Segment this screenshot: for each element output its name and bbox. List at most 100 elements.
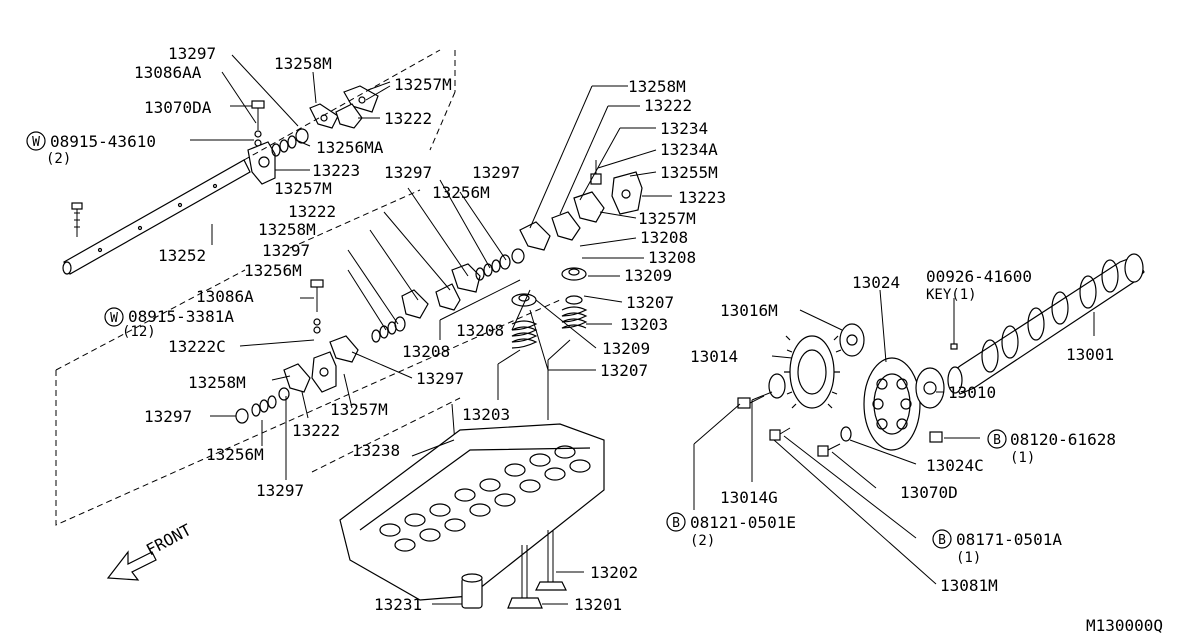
label-13208-d: 13208 (456, 321, 504, 340)
svg-text:W: W (32, 135, 40, 150)
label-13081M: 13081M (940, 576, 998, 595)
idler-gear-13014 (784, 335, 842, 409)
label-13256MA: 13256MA (316, 138, 384, 157)
bolt-shaft (71, 202, 83, 237)
rocker-bracket-13222C (311, 351, 337, 393)
rocker-arm-13258M-c (283, 363, 311, 393)
valve-13202 (535, 530, 567, 591)
cam-sprocket-13024 (863, 357, 921, 451)
label-13222-b: 13222 (288, 202, 336, 221)
bolt-08121-0501E (737, 395, 765, 409)
label-13024: 13024 (852, 273, 900, 292)
rocker-arm-13258M-b (401, 289, 429, 319)
label-13086A: 13086A (196, 287, 254, 306)
front-arrow (106, 550, 157, 581)
circled-w-2: W (104, 307, 124, 327)
label-08120-61628-qty: (1) (1010, 450, 1035, 466)
label-13070D: 13070D (900, 483, 958, 502)
rocker-shaft-13252 (62, 159, 251, 275)
key-00926-41600 (950, 343, 958, 350)
rocker-arm-13257M-d (573, 191, 605, 223)
valve-spring-13203-b (511, 320, 538, 349)
rocker-bracket-13223-b (611, 171, 643, 215)
label-13014G: 13014G (720, 488, 778, 507)
label-13234: 13234 (660, 119, 708, 138)
spring-middle (475, 248, 525, 281)
circled-b-1: B (987, 429, 1007, 449)
label-08915-43610: 08915-43610 (50, 132, 156, 151)
label-08915-3381A: 08915-3381A (128, 307, 234, 326)
label-13208-a: 13208 (402, 342, 450, 361)
label-13255M: 13255M (660, 163, 718, 182)
label-13231: 13231 (374, 595, 422, 614)
rocker-arm-13257M-c (329, 335, 359, 363)
diagram-code: M130000Q (1086, 616, 1163, 635)
bolt-08171-0501A (769, 427, 791, 441)
valve-seat-13207-a (565, 295, 583, 305)
svg-text:B: B (672, 516, 680, 531)
label-13252: 13252 (158, 246, 206, 265)
bushing-13016M (839, 323, 865, 357)
bolt-13086A (310, 279, 324, 334)
label-13209-b: 13209 (602, 339, 650, 358)
label-13207-a: 13207 (626, 293, 674, 312)
part-labels: 13297 13086AA 13258M 13257M 13070DA 1322… (46, 44, 1163, 635)
svg-text:W: W (110, 311, 118, 326)
valve-13201 (507, 545, 543, 609)
label-08121-0501E-qty: (2) (690, 533, 715, 549)
rocker-arm-13222-a (335, 103, 363, 129)
valve-spring-13203-a (561, 306, 588, 329)
label-08915-43610-qty: (2) (46, 151, 71, 167)
label-13010: 13010 (948, 383, 996, 402)
label-13207-b: 13207 (600, 361, 648, 380)
plate-13010 (915, 367, 945, 409)
label-13257M-b: 13257M (274, 179, 332, 198)
assembly-dash-box-left (55, 189, 561, 526)
label-13222-c: 13222 (292, 421, 340, 440)
label-13297-g: 13297 (256, 481, 304, 500)
label-13223-b: 13223 (678, 188, 726, 207)
label-13256M-a: 13256M (432, 183, 490, 202)
rocker-bracket-13223-a (247, 141, 276, 185)
label-13208-b: 13208 (640, 228, 688, 247)
spring-lower (371, 316, 406, 343)
washer-13014G (768, 373, 786, 399)
label-13257M-d: 13257M (638, 209, 696, 228)
label-13297-b: 13297 (384, 163, 432, 182)
label-13256M-c: 13256M (206, 445, 264, 464)
label-13297-c: 13297 (472, 163, 520, 182)
label-13070DA: 13070DA (144, 98, 212, 117)
rocker-arm-13258M-d (519, 221, 551, 251)
label-13202: 13202 (590, 563, 638, 582)
label-key-qty: KEY(1) (926, 287, 977, 303)
label-13257M-c: 13257M (330, 400, 388, 419)
label-13297-e: 13297 (416, 369, 464, 388)
rocker-arm-13222-b (435, 283, 461, 311)
label-13024C: 13024C (926, 456, 984, 475)
circled-b-2: B (666, 512, 686, 532)
label-13258M-c: 13258M (188, 373, 246, 392)
camshaft-13001 (947, 253, 1145, 395)
label-13222C: 13222C (168, 337, 226, 356)
label-13238: 13238 (352, 441, 400, 460)
label-13016M: 13016M (720, 301, 778, 320)
label-08171-0501A: 08171-0501A (956, 530, 1062, 549)
leader-lines (190, 54, 1095, 605)
label-13297-d: 13297 (262, 241, 310, 260)
assembly-dash-box-top (243, 49, 456, 161)
label-08171-0501A-qty: (1) (956, 550, 981, 566)
rocker-arm-13258M-a (309, 103, 339, 129)
spring-13256M-c (235, 387, 290, 424)
label-08120-61628: 08120-61628 (1010, 430, 1116, 449)
label-13258M-b: 13258M (258, 220, 316, 239)
label-13222-a: 13222 (384, 109, 432, 128)
label-13234A: 13234A (660, 140, 718, 159)
label-13001: 13001 (1066, 345, 1114, 364)
label-13203-b: 13203 (462, 405, 510, 424)
lifter-13231 (461, 573, 483, 609)
label-08915-3381A-qty: (12) (122, 324, 156, 340)
label-13223-a: 13223 (312, 161, 360, 180)
circled-b-3: B (932, 529, 952, 549)
label-13208-c: 13208 (648, 248, 696, 267)
label-13201: 13201 (574, 595, 622, 614)
